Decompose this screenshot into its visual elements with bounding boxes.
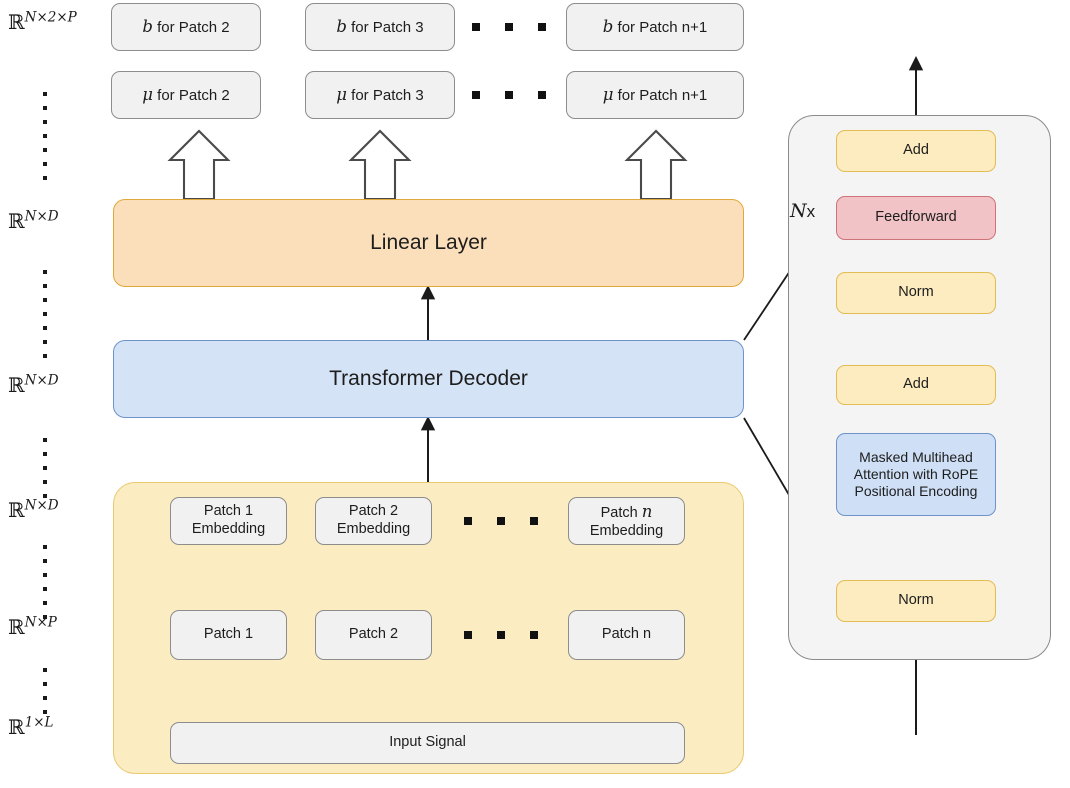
add-top-label: Add [903,142,929,159]
repeat-count-x: x [806,202,816,221]
transformer-decoder-label: Transformer Decoder [329,367,528,391]
norm-upper-block: Norm [836,272,996,314]
output-mu-patch-2-text: for Patch 2 [157,86,230,104]
patch-n-label: Patch n [601,626,652,643]
attention-line-2: Attention with RoPE [853,465,979,482]
zoom-leader-top [743,267,793,341]
output-b-ellipsis [472,23,546,31]
symbol-mu: μ [142,84,153,104]
patch-1-embedding: Patch 1 Embedding [170,497,287,545]
shape-label-embeddings: ℝN×D [8,497,59,522]
shape-label-patches: ℝN×P [8,614,57,639]
attention-line-3: Positional Encoding [854,483,978,500]
patch-2-embedding: Patch 2 Embedding [315,497,432,545]
shape-dots-1 [43,92,47,180]
norm-lower-block: Norm [836,580,996,622]
zoom-leader-bottom [743,417,793,501]
add-top-block: Add [836,130,996,172]
linear-layer-label: Linear Layer [370,231,487,255]
patch-2-label: Patch 2 [348,626,399,643]
input-signal-block: Input Signal [170,722,685,764]
repeat-count-n: N [790,200,807,222]
norm-upper-label: Norm [898,284,934,301]
patch-n: Patch n [568,610,685,660]
output-mu-ellipsis [472,91,546,99]
output-b-patch-3: b for Patch 3 [305,3,455,51]
patch-ellipsis [464,631,538,639]
symbol-b: b [142,16,153,36]
shape-dots-4 [43,545,47,619]
patch-n-index: n [641,501,653,521]
feedforward-block: Feedforward [836,196,996,240]
shape-label-output: ℝN×2×P [8,9,77,34]
output-mu-patch-n1: μ for Patch n+1 [566,71,744,119]
symbol-b: b [336,16,347,36]
patch-2: Patch 2 [315,610,432,660]
patch-n-embedding: Patch n Embedding [568,497,685,545]
output-mu-patch-3-text: for Patch 3 [351,86,424,104]
output-b-patch-n1-text: for Patch n+1 [617,18,708,36]
patch-1: Patch 1 [170,610,287,660]
patch-n-embedding-line2: Embedding [589,522,664,539]
patch-1-label: Patch 1 [203,626,254,643]
norm-lower-label: Norm [898,592,934,609]
shape-dots-2 [43,270,47,358]
shape-label-input: ℝ1×L [8,714,54,739]
transformer-decoder-block: Transformer Decoder [113,340,744,418]
patch-1-embedding-line2: Embedding [191,521,266,537]
block-arrow-output-2 [348,129,412,201]
output-b-patch-2-text: for Patch 2 [157,18,230,36]
feedforward-label: Feedforward [875,209,957,226]
linear-layer-block: Linear Layer [113,199,744,287]
shape-label-decoder: ℝN×D [8,372,59,397]
block-arrow-output-3 [624,129,688,201]
symbol-mu: μ [336,84,347,104]
masked-multihead-attention-block: Masked Multihead Attention with RoPE Pos… [836,433,996,516]
embedding-ellipsis [464,517,538,525]
add-bottom-block: Add [836,365,996,405]
output-mu-patch-3: μ for Patch 3 [305,71,455,119]
output-mu-patch-2: μ for Patch 2 [111,71,261,119]
patch-2-embedding-line2: Embedding [336,521,411,537]
shape-dots-5 [43,668,47,714]
output-mu-patch-n1-text: for Patch n+1 [617,86,708,104]
block-arrow-output-1 [167,129,231,201]
symbol-b: b [602,16,614,36]
input-signal-label: Input Signal [389,734,466,751]
patch-2-embedding-line1: Patch 2 [348,503,399,520]
attention-line-1: Masked Multihead [859,448,973,465]
add-bottom-label: Add [903,376,929,393]
output-b-patch-3-text: for Patch 3 [351,18,424,36]
symbol-mu: μ [602,84,614,104]
shape-label-linear: ℝN×D [8,208,59,233]
output-b-patch-n1: b for Patch n+1 [566,3,744,51]
output-b-patch-2: b for Patch 2 [111,3,261,51]
patch-1-embedding-line1: Patch 1 [203,503,254,520]
shape-dots-3 [43,438,47,498]
repeat-count-label: Nx [790,200,815,222]
